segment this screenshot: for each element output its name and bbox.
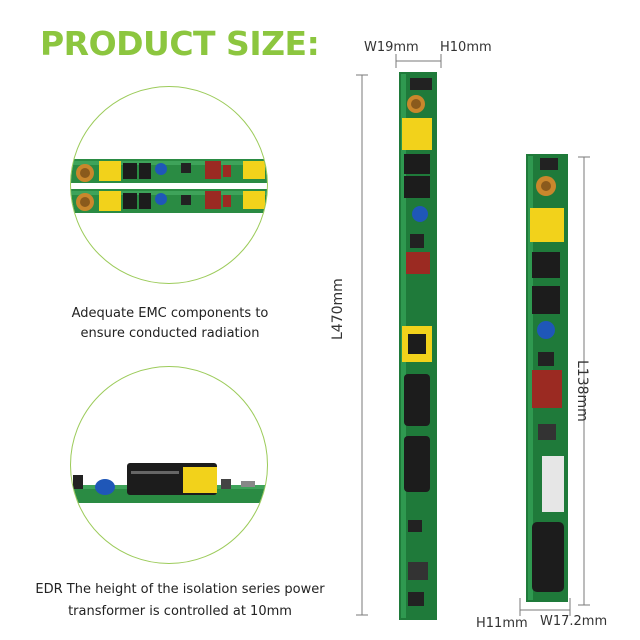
short-width-label: W17.2mm [540, 614, 608, 629]
transformer-caption-line2: transformer is controlled at 10mm [68, 604, 292, 619]
transformer-caption-line1: EDR The height of the isolation series p… [35, 582, 325, 597]
short-height-label: H11mm [476, 616, 528, 631]
transformer-illustration [71, 463, 267, 503]
long-length-label: L470mm [330, 278, 346, 340]
emc-caption-line2: ensure conducted radiation [80, 326, 260, 341]
short-length-label: L138mm [574, 360, 590, 422]
long-height-label: H10mm [440, 40, 492, 55]
transformer-closeup-image [70, 366, 268, 564]
emc-boards-illustration [71, 159, 267, 213]
emc-closeup-image [70, 86, 268, 284]
emc-caption-line1: Adequate EMC components to [71, 306, 269, 321]
page-title: PRODUCT SIZE: [40, 24, 320, 63]
long-width-label: W19mm [364, 40, 419, 55]
